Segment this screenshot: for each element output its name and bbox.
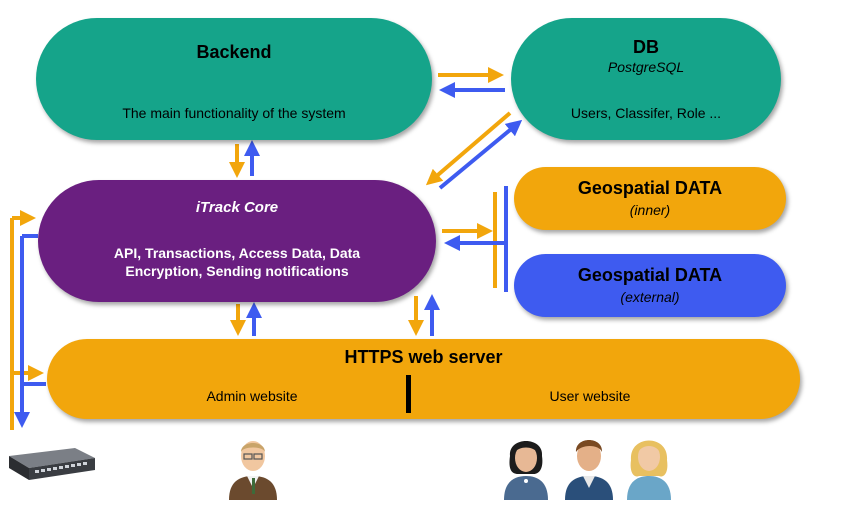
db-subtitle: PostgreSQL xyxy=(607,59,685,75)
male-user-icon xyxy=(565,440,613,500)
db-node: DB PostgreSQL Users, Classifer, Role ... xyxy=(511,18,781,140)
https-web-server-node: HTTPS web server Admin website User webs… xyxy=(47,339,800,419)
female-user-icon xyxy=(504,441,548,500)
itrack-core-node: iTrack Core API, Transactions, Access Da… xyxy=(38,180,436,302)
admin-user-icon xyxy=(229,441,277,500)
geo-external-subtitle: (external) xyxy=(620,289,680,305)
core-title: iTrack Core xyxy=(195,199,279,216)
backend-description: The main functionality of the system xyxy=(122,105,346,121)
arrow-core-to-db xyxy=(438,119,523,190)
geo-inner-subtitle: (inner) xyxy=(629,202,671,218)
arrow-db-to-core xyxy=(425,111,512,186)
https-title: HTTPS web server xyxy=(344,347,503,367)
db-title: DB xyxy=(633,37,659,57)
backend-title: Backend xyxy=(196,42,272,62)
db-description: Users, Classifer, Role ... xyxy=(570,105,722,121)
geospatial-inner-node: Geospatial DATA (inner) xyxy=(514,167,786,230)
geo-inner-title: Geospatial DATA xyxy=(577,178,723,198)
website-divider xyxy=(406,375,411,413)
core-description-line2: Encryption, Sending notifications xyxy=(125,263,349,279)
geo-external-title: Geospatial DATA xyxy=(577,265,723,285)
admin-website-label: Admin website xyxy=(206,388,298,404)
user-website-label: User website xyxy=(549,388,631,404)
network-switch-icon xyxy=(9,448,95,480)
backend-node: Backend The main functionality of the sy… xyxy=(36,18,432,140)
geospatial-external-node: Geospatial DATA (external) xyxy=(514,254,786,317)
core-description-line1: API, Transactions, Access Data, Data xyxy=(113,245,361,261)
blonde-user-icon xyxy=(627,440,671,500)
